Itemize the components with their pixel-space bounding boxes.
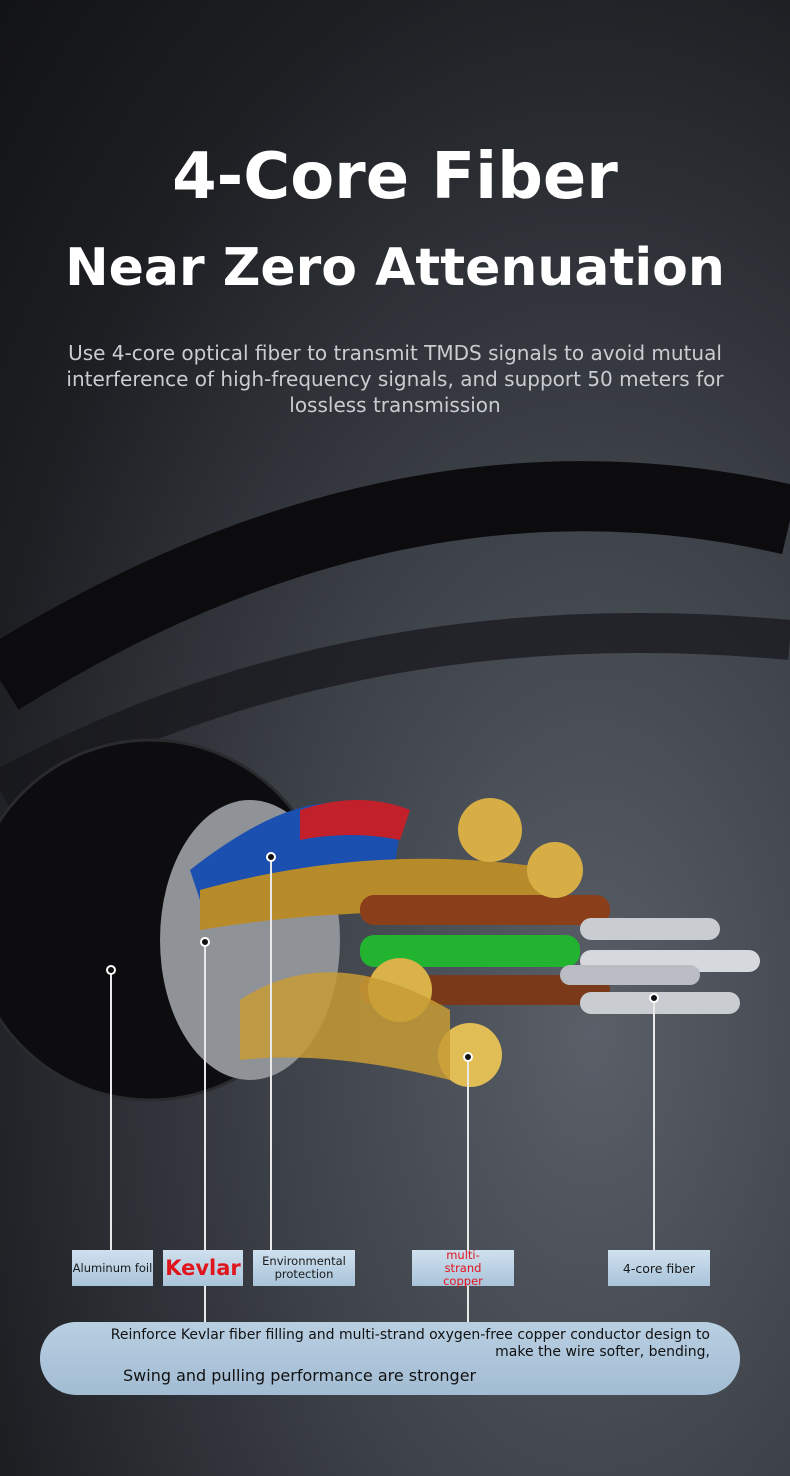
description: Use 4-core optical fiber to transmit TMD… — [66, 341, 724, 417]
marker-dot — [649, 993, 659, 1003]
callout-line-1: Reinforce Kevlar fiber filling and multi… — [110, 1327, 710, 1360]
leader-line — [110, 970, 112, 1250]
headline: 4-Core Fiber — [172, 140, 618, 214]
marker-dot — [106, 965, 116, 975]
leader-line — [467, 1057, 469, 1250]
label-environmental-protection: Environmental protection — [253, 1250, 355, 1286]
label-aluminum-foil: Aluminum foil — [72, 1250, 153, 1286]
leader-line — [204, 1286, 206, 1322]
marker-dot — [463, 1052, 473, 1062]
leader-line — [653, 998, 655, 1250]
subheadline: Near Zero Attenuation — [65, 238, 725, 298]
label-multi-strand-copper: multi-strand copper — [412, 1248, 514, 1287]
leader-line — [204, 942, 206, 1250]
label-4-core-fiber: 4-core fiber — [608, 1250, 710, 1286]
leader-line — [467, 1286, 469, 1322]
marker-dot — [266, 852, 276, 862]
callout-line-2: Swing and pulling performance are strong… — [123, 1366, 477, 1385]
label-kevlar: Kevlar — [163, 1250, 243, 1286]
callout-box: Reinforce Kevlar fiber filling and multi… — [40, 1322, 740, 1395]
marker-dot — [200, 937, 210, 947]
leader-line — [270, 857, 272, 1250]
